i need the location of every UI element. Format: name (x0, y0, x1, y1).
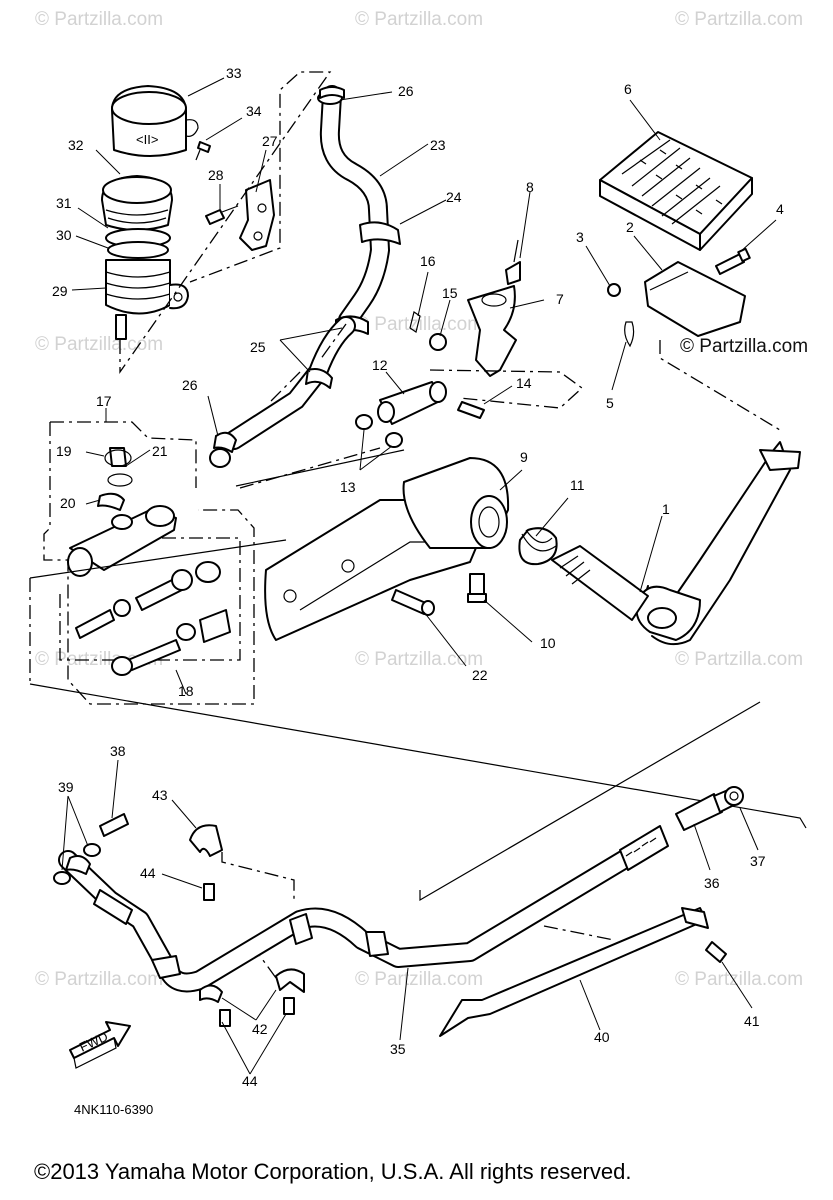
watermark: © Partzilla.com (35, 969, 163, 990)
fwd-arrow: FWD (69, 1021, 131, 1069)
callout-18: 18 (178, 683, 194, 699)
callout-1: 1 (662, 501, 670, 517)
callout-32: 32 (68, 137, 84, 153)
callout-26-upper: 26 (398, 83, 414, 99)
pushrod-linkage (355, 239, 584, 448)
callout-numbers: 1 2 3 4 5 6 7 8 9 10 11 12 13 14 15 16 1… (52, 65, 784, 1089)
svg-text:<II>: <II> (136, 132, 158, 147)
master-cylinder (29, 421, 255, 705)
callout-26-lower: 26 (182, 377, 198, 393)
callout-41: 41 (744, 1013, 760, 1029)
callout-44-upper: 44 (140, 865, 156, 881)
callout-39: 39 (58, 779, 74, 795)
callout-22: 22 (472, 667, 488, 683)
callout-28: 28 (208, 167, 224, 183)
reservoir-assembly: <II> (101, 71, 332, 375)
callout-8: 8 (526, 179, 534, 195)
watermark: © Partzilla.com (35, 334, 163, 355)
callout-37: 37 (750, 853, 766, 869)
callout-44-lower: 44 (242, 1073, 258, 1089)
callout-30: 30 (56, 227, 72, 243)
callout-15: 15 (442, 285, 458, 301)
watermark: © Partzilla.com (675, 649, 803, 670)
callout-3: 3 (576, 229, 584, 245)
callout-23: 23 (430, 137, 446, 153)
callout-13: 13 (340, 479, 356, 495)
diagram-code: 4NK110-6390 (74, 1102, 153, 1117)
brake-pedal-arm (551, 340, 801, 646)
callout-31: 31 (56, 195, 72, 211)
callout-19: 19 (56, 443, 72, 459)
leader-lines (61, 77, 777, 1075)
watermark-dark: © Partzilla.com (680, 336, 808, 357)
callout-27: 27 (262, 133, 278, 149)
lower-hose (213, 316, 381, 489)
callout-25: 25 (250, 339, 266, 355)
pedal-bracket (264, 457, 558, 641)
watermark: © Partzilla.com (35, 9, 163, 30)
watermark: © Partzilla.com (675, 969, 803, 990)
callout-38: 38 (110, 743, 126, 759)
callout-42: 42 (252, 1021, 268, 1037)
callout-7: 7 (556, 291, 564, 307)
fwd-label: FWD (77, 1029, 110, 1055)
callout-16: 16 (420, 253, 436, 269)
callout-35: 35 (390, 1041, 406, 1057)
callout-36: 36 (704, 875, 720, 891)
callout-24: 24 (446, 189, 462, 205)
callout-29: 29 (52, 283, 68, 299)
callout-4: 4 (776, 201, 784, 217)
callout-9: 9 (520, 449, 528, 465)
callout-21: 21 (152, 443, 168, 459)
watermark-group: © Partzilla.com © Partzilla.com © Partzi… (35, 9, 808, 990)
callout-14: 14 (516, 375, 532, 391)
watermark: © Partzilla.com (675, 9, 803, 30)
pedal-pad (599, 131, 753, 348)
callout-6: 6 (624, 81, 632, 97)
watermark: © Partzilla.com (355, 969, 483, 990)
watermark: © Partzilla.com (355, 649, 483, 670)
callout-34: 34 (246, 103, 262, 119)
callout-10: 10 (540, 635, 556, 651)
reservoir-hose (317, 85, 401, 335)
callout-20: 20 (60, 495, 76, 511)
callout-40: 40 (594, 1029, 610, 1045)
brake-hose (53, 786, 744, 1037)
copyright-notice: ©2013 Yamaha Motor Corporation, U.S.A. A… (34, 1159, 632, 1184)
callout-33: 33 (226, 65, 242, 81)
callout-12: 12 (372, 357, 388, 373)
callout-2: 2 (626, 219, 634, 235)
watermark: © Partzilla.com (355, 314, 483, 335)
callout-5: 5 (606, 395, 614, 411)
callout-17: 17 (96, 393, 112, 409)
callout-43: 43 (152, 787, 168, 803)
callout-11: 11 (570, 477, 585, 493)
assembly-lines (29, 449, 807, 902)
watermark: © Partzilla.com (355, 9, 483, 30)
